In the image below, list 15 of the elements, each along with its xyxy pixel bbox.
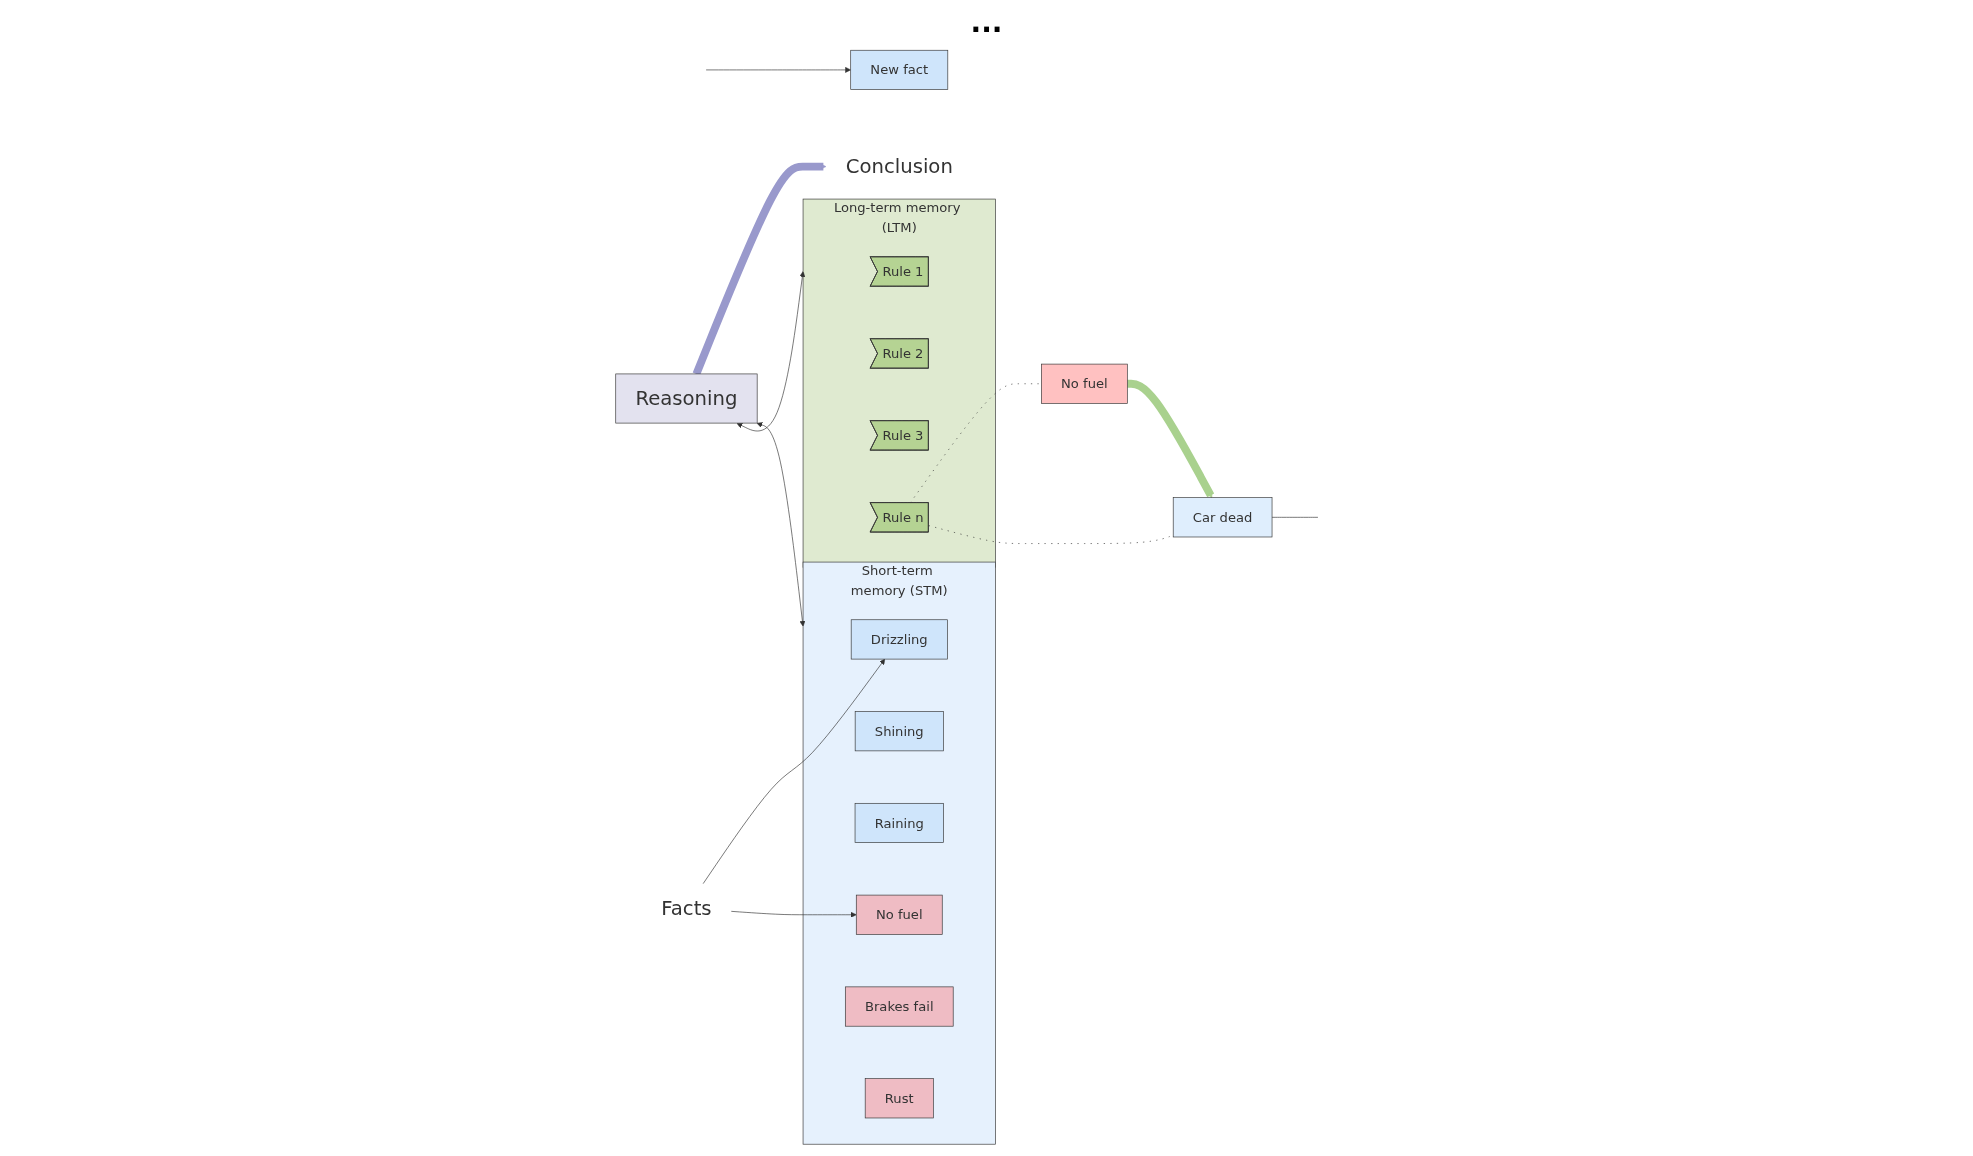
- node-text: Conclusion: [845, 155, 953, 179]
- node-box: Brakes fail: [845, 986, 954, 1027]
- connector: [1271, 517, 1319, 518]
- node-box: No fuel: [855, 894, 943, 935]
- arrow: [1127, 379, 1215, 498]
- node-box: Drizzling: [850, 619, 948, 660]
- node-box: Car dead: [1172, 497, 1273, 538]
- node-box: Reasoning: [615, 373, 758, 424]
- node-text: Facts: [661, 896, 712, 920]
- node-box: No fuel: [1041, 363, 1128, 404]
- node-box: Shining: [854, 711, 944, 752]
- node-box: Rust: [864, 1078, 934, 1119]
- node-box: Raining: [854, 802, 944, 843]
- node-box: New fact: [850, 49, 949, 90]
- ellipsis-note: ...: [970, 6, 1003, 39]
